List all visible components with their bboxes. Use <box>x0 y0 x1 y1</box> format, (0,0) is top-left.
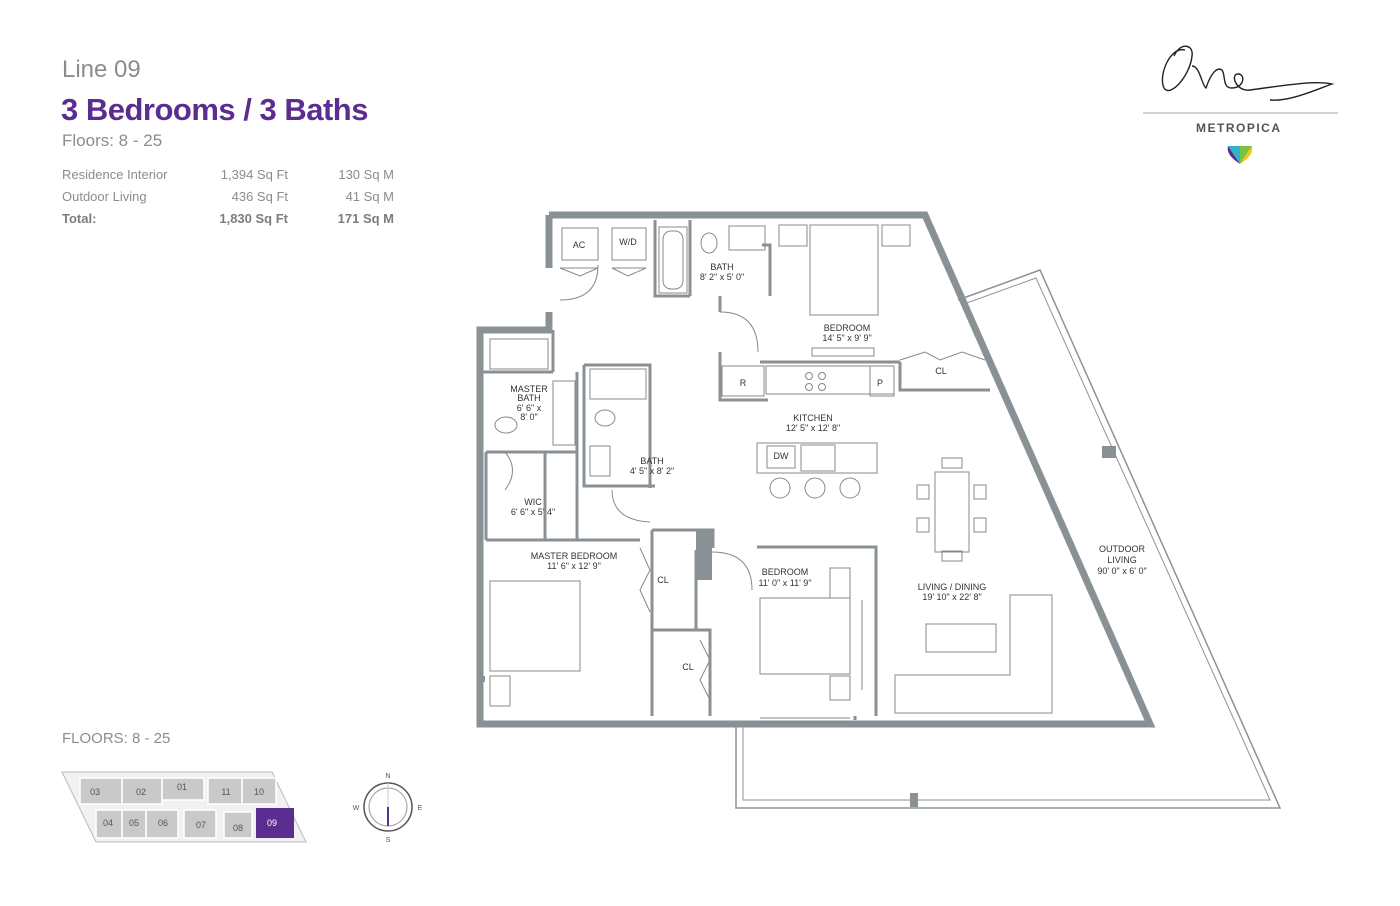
living-dim: 19' 10" x 22' 8" <box>922 592 981 602</box>
area-sqm: 171 Sq M <box>337 210 394 226</box>
key-plan: 03 02 01 11 10 04 05 06 07 08 09 <box>61 771 307 843</box>
key-unit-01-label: 01 <box>177 782 187 792</box>
dw-label: DW <box>774 451 789 461</box>
ac-label: AC <box>573 240 586 250</box>
kitchen-dim: 12' 5" x 12' 8" <box>786 423 840 433</box>
cl2-label: CL <box>657 575 669 585</box>
bedroom1-label: BEDROOM <box>824 323 871 333</box>
key-unit-09-highlight <box>256 808 294 838</box>
bath2-label: BATH <box>640 456 663 466</box>
bedroom2-label: BEDROOM <box>762 567 809 577</box>
master-bath-label-2: BATH <box>517 393 540 403</box>
key-unit-08-label: 08 <box>233 823 243 833</box>
key-unit-03 <box>79 777 123 805</box>
key-unit-10 <box>241 777 277 805</box>
bedroom2-dim: 11' 0" x 11' 9" <box>758 578 811 588</box>
key-unit-10-label: 10 <box>254 787 264 797</box>
wic-dim: 6' 6" x 5' 4" <box>511 507 555 517</box>
key-unit-11-label: 11 <box>221 787 230 797</box>
compass-e: E <box>418 805 423 812</box>
area-row-total: Total: 1,830 Sq Ft 171 Sq M <box>62 207 394 229</box>
key-unit-09-label: 09 <box>267 818 277 828</box>
area-sqm: 41 Sq M <box>345 188 394 204</box>
key-unit-03-label: 03 <box>90 787 100 797</box>
unit-type-title: 3 Bedrooms / 3 Baths <box>61 92 368 127</box>
compass-n: N <box>385 773 390 780</box>
p-label: P <box>877 378 883 388</box>
area-label: Residence Interior <box>62 166 168 182</box>
wd-label: W/D <box>619 237 637 247</box>
area-label: Total: <box>62 210 97 226</box>
key-plan-label: FLOORS: 8 - 25 <box>62 730 171 747</box>
logo-wordmark: METROPICA <box>1196 121 1282 135</box>
key-unit-01 <box>161 777 205 801</box>
bedroom1-dim: 14' 5" x 9' 9" <box>822 333 871 343</box>
floors-subtitle: Floors: 8 - 25 <box>62 131 163 150</box>
outdoor-label-1: OUTDOOR <box>1099 544 1145 554</box>
area-row-outdoor: Outdoor Living 436 Sq Ft 41 Sq M <box>62 185 394 207</box>
master-bath-dim-2: 8' 0" <box>520 412 537 422</box>
master-bath-dim-1: 6' 6" x <box>517 403 542 413</box>
key-unit-07-label: 07 <box>196 820 206 830</box>
key-unit-02-label: 02 <box>136 787 146 797</box>
compass-s: S <box>386 837 391 844</box>
key-unit-04-label: 04 <box>103 818 113 828</box>
one-metropica-logo <box>1143 45 1338 164</box>
key-unit-02 <box>121 777 163 805</box>
compass: N E S W <box>353 773 423 844</box>
area-sqft: 436 Sq Ft <box>231 188 288 204</box>
key-unit-06-label: 06 <box>158 818 168 828</box>
area-sqm: 130 Sq M <box>338 166 394 182</box>
master-bedroom-dim: 11' 6" x 12' 9" <box>547 561 601 571</box>
outdoor-dim: 90' 0" x 6' 0" <box>1097 566 1146 576</box>
key-unit-11 <box>207 777 243 805</box>
bath2-dim: 4' 5" x 8' 2" <box>630 466 674 476</box>
living-label: LIVING / DINING <box>918 582 987 592</box>
master-bedroom-label: MASTER BEDROOM <box>531 551 618 561</box>
area-row-interior: Residence Interior 1,394 Sq Ft 130 Sq M <box>62 163 394 185</box>
cl3-label: CL <box>682 662 694 672</box>
key-unit-08 <box>223 811 253 839</box>
bath1-label: BATH <box>710 262 733 272</box>
area-sqft: 1,394 Sq Ft <box>220 166 288 182</box>
bath1-dim: 8' 2" x 5' 0" <box>700 272 744 282</box>
kitchen-label: KITCHEN <box>793 413 833 423</box>
key-unit-05-label: 05 <box>129 818 139 828</box>
cl1-label: CL <box>935 366 947 376</box>
area-sqft: 1,830 Sq Ft <box>219 210 288 226</box>
compass-w: W <box>353 805 360 812</box>
master-bath-label-1: MASTER <box>510 384 548 394</box>
key-unit-07 <box>183 809 217 839</box>
area-label: Outdoor Living <box>62 188 147 204</box>
outdoor-label-2: LIVING <box>1107 555 1137 565</box>
key-unit-06 <box>145 809 179 839</box>
r-label: R <box>740 378 747 388</box>
wic-label: WIC <box>524 497 542 507</box>
key-unit-05 <box>121 809 147 839</box>
area-table: Residence Interior 1,394 Sq Ft 130 Sq M … <box>62 163 394 229</box>
line-title: Line 09 <box>62 56 141 83</box>
